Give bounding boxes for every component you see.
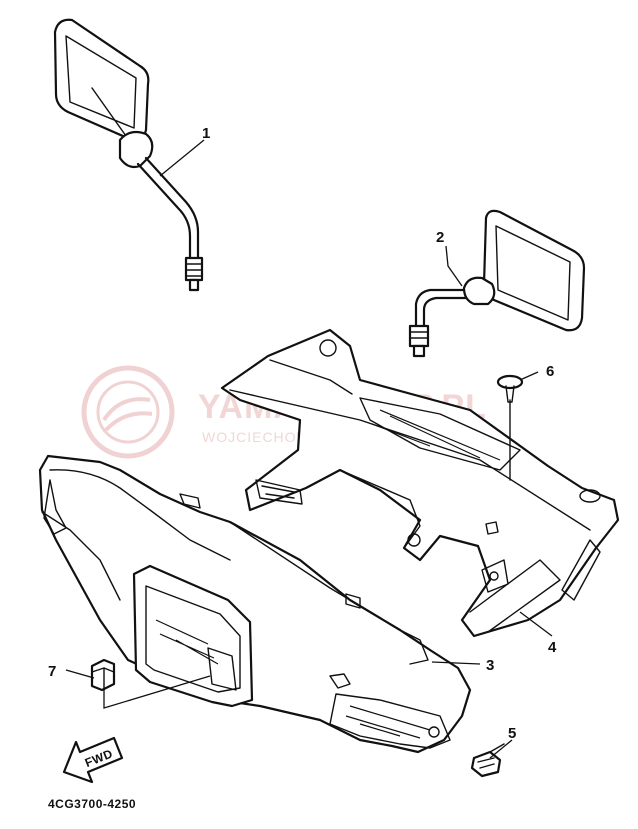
- callout-3: 3: [486, 657, 494, 674]
- fwd-arrow: FWD: [62, 736, 124, 784]
- callout-5: 5: [508, 725, 516, 742]
- nut-clip: [90, 658, 116, 692]
- screw: [470, 743, 505, 778]
- mirror-right: [408, 209, 586, 358]
- callout-6: 6: [546, 363, 554, 380]
- diagram-code: 4CG3700-4250: [48, 797, 136, 811]
- callout-7: 7: [48, 663, 56, 680]
- callout-4: 4: [548, 639, 557, 656]
- callout-1: 1: [202, 125, 210, 142]
- callouts: 1 2 3 4 5 6 7: [48, 125, 557, 742]
- callout-2: 2: [436, 229, 444, 246]
- inner-bracket: [220, 328, 620, 638]
- front-cowl: [38, 454, 472, 754]
- leader-lines: [65, 139, 553, 759]
- watermark-logo: [81, 365, 175, 459]
- mirror-left: [53, 18, 204, 292]
- bracket-screw: [496, 374, 524, 481]
